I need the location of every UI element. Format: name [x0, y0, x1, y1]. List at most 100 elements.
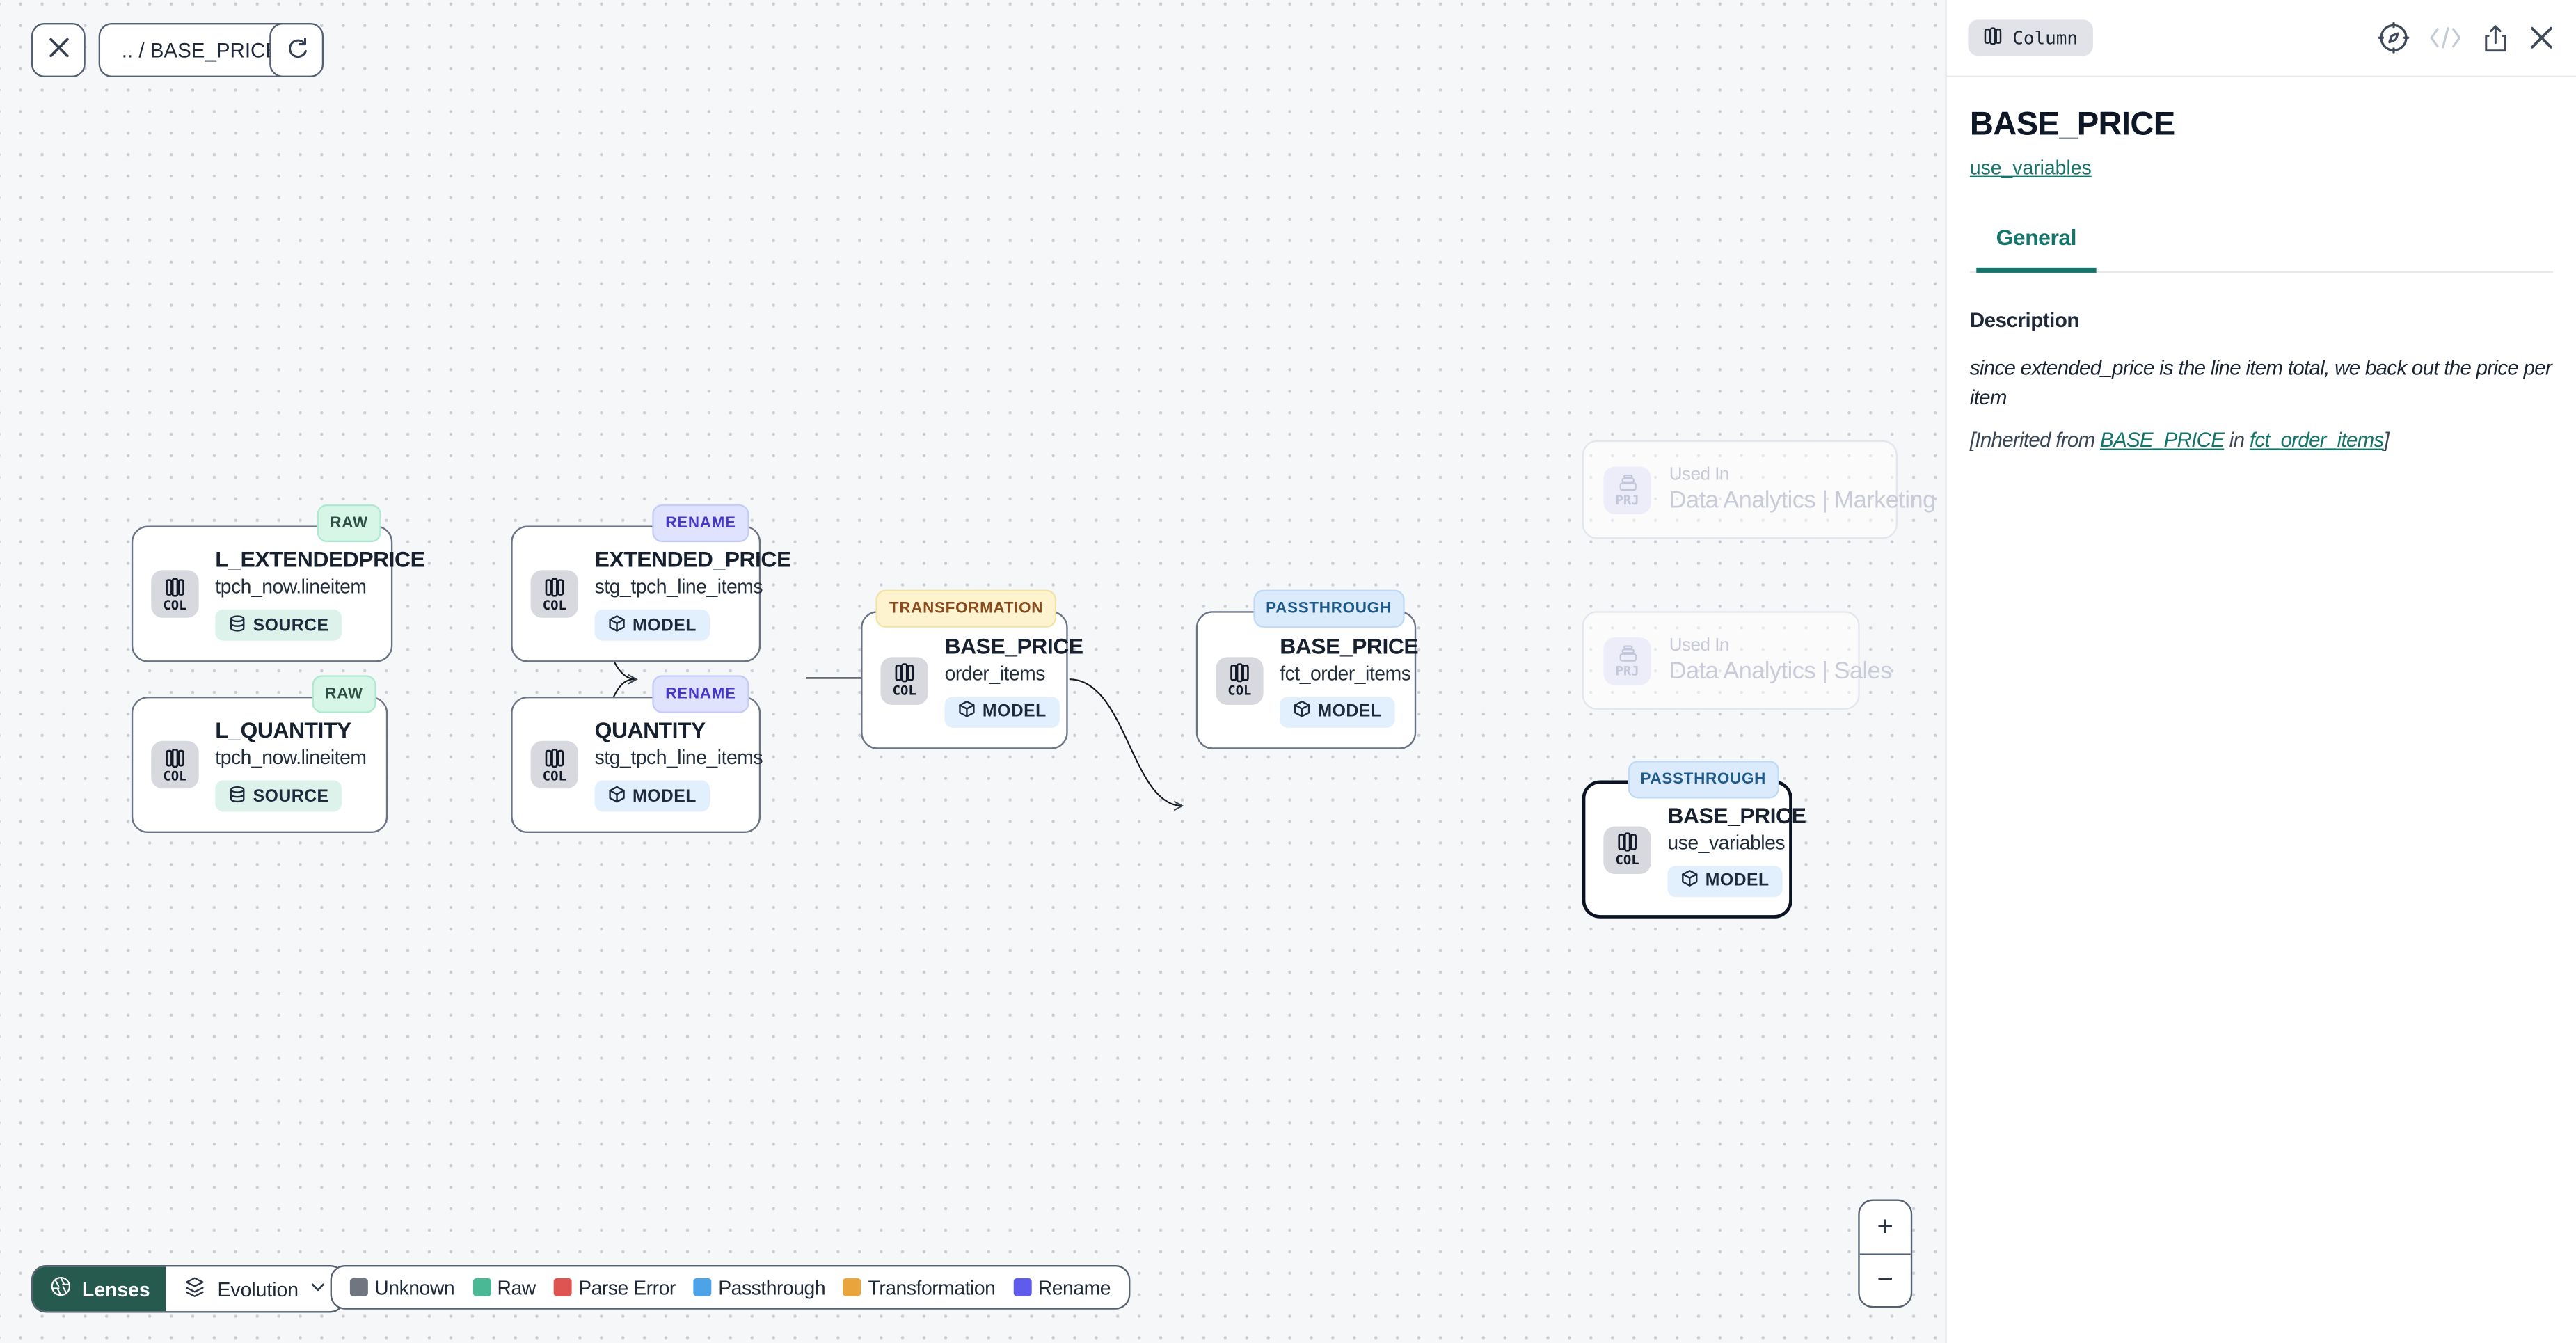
layers-stack-icon [183, 1274, 207, 1303]
lens-selector[interactable]: Evolution [166, 1266, 343, 1311]
database-icon [228, 614, 246, 637]
lineage-canvas[interactable]: .. / BASE_PRICE RAW COL L_EXTENDEDPRICE … [0, 0, 1946, 1343]
breadcrumb[interactable]: .. / BASE_PRICE [98, 23, 303, 77]
breadcrumb-label: .. / BASE_PRICE [121, 38, 280, 62]
model-badge: MODEL [944, 695, 1060, 727]
column-icon: COL [530, 740, 579, 789]
close-icon [47, 36, 70, 64]
node-title: L_EXTENDEDPRICE [215, 547, 425, 572]
zoom-in-button[interactable]: + [1860, 1201, 1911, 1253]
node-subtitle: stg_tpch_line_items [594, 745, 763, 769]
lenses-label: Lenses [82, 1277, 150, 1301]
node-title: BASE_PRICE [1280, 633, 1419, 658]
panel-model-link-row: use_variables [1970, 156, 2553, 179]
tab-general[interactable]: General [1976, 225, 2097, 273]
description-inherited: [Inherited from BASE_PRICE in fct_order_… [1969, 429, 2390, 452]
legend-swatch [472, 1278, 491, 1296]
divider [1859, 1253, 1911, 1255]
node-subtitle: tpch_now.lineitem [215, 575, 367, 598]
column-icon: COL [530, 570, 579, 618]
lens-badge: RAW [317, 504, 381, 543]
refresh-icon [283, 35, 310, 66]
node-subtitle: stg_tpch_line_items [594, 575, 763, 598]
node-title: QUANTITY [594, 717, 706, 743]
zoom-controls: + − [1858, 1199, 1913, 1308]
column-icon: COL [151, 570, 199, 618]
node-subtitle: fct_order_items [1280, 661, 1411, 685]
panel-tabs: General [1969, 223, 2553, 273]
legend-swatch [843, 1278, 862, 1296]
used-in-name: Data Analytics | Marketing [1669, 488, 1936, 514]
column-icon: COL [880, 656, 928, 704]
selected-lens-label: Evolution [217, 1277, 299, 1301]
lens-badge: RENAME [652, 675, 749, 713]
panel-title: BASE_PRICE [1969, 106, 2175, 143]
legend-item: Passthrough [693, 1276, 826, 1298]
lens-legend: Unknown Raw Parse Error Passthrough Tran… [330, 1264, 1131, 1310]
close-lineage-button[interactable] [31, 23, 86, 77]
legend-item: Rename [1013, 1276, 1111, 1298]
used-in-node-sales[interactable]: PRJ Used In Data Analytics | Sales [1582, 611, 1892, 710]
refresh-button[interactable] [269, 23, 324, 77]
legend-item: Transformation [843, 1276, 996, 1298]
lineage-node-base-price-use-variables-selected[interactable]: PASSTHROUGH COL BASE_PRICE use_variables… [1582, 761, 1806, 919]
legend-item: Unknown [349, 1276, 455, 1298]
zoom-out-button[interactable]: − [1860, 1255, 1911, 1306]
lineage-node-base-price-order-items[interactable]: TRANSFORMATION COL BASE_PRICE order_item… [861, 589, 1083, 749]
lineage-node-quantity[interactable]: RENAME COL QUANTITY stg_tpch_line_items … [511, 675, 763, 834]
lens-badge: PASSTHROUGH [1627, 761, 1779, 799]
column-icon: COL [1603, 825, 1651, 873]
inherited-column-link[interactable]: BASE_PRICE [2099, 429, 2225, 452]
project-icon: PRJ [1603, 636, 1651, 685]
lineage-node-extended-price[interactable]: RENAME COL EXTENDED_PRICE stg_tpch_line_… [511, 504, 792, 662]
used-in-label: Used In [1669, 635, 1730, 656]
node-subtitle: tpch_now.lineitem [215, 745, 367, 769]
cube-icon [1680, 869, 1699, 892]
description-section: Description since extended_price is the … [1970, 273, 2553, 452]
panel-header: Column [1946, 0, 2576, 77]
entity-type-badge: Column [1968, 19, 2093, 56]
node-title: BASE_PRICE [944, 633, 1083, 658]
lens-badge: PASSTHROUGH [1253, 589, 1405, 628]
node-title: BASE_PRICE [1667, 802, 1806, 827]
close-panel-button[interactable] [2529, 24, 2555, 51]
model-badge: MODEL [594, 780, 710, 812]
description-text: since extended_price is the line item to… [1969, 356, 2552, 408]
lenses-control[interactable]: Lenses Evolution [31, 1264, 345, 1313]
model-link[interactable]: use_variables [1969, 156, 2092, 180]
used-in-node-marketing[interactable]: PRJ Used In Data Analytics | Marketing [1582, 440, 1936, 539]
legend-swatch [693, 1278, 712, 1296]
chevron-down-icon [308, 1278, 326, 1301]
project-icon: PRJ [1603, 466, 1651, 514]
cube-icon [608, 614, 626, 637]
legend-item: Parse Error [553, 1276, 676, 1298]
lens-badge: RENAME [652, 504, 749, 543]
node-subtitle: order_items [944, 661, 1046, 685]
used-in-name: Data Analytics | Sales [1669, 658, 1893, 685]
database-icon [228, 784, 246, 807]
code-view-button[interactable] [2428, 24, 2463, 51]
aperture-icon [49, 1275, 72, 1303]
node-title: L_QUANTITY [215, 717, 351, 743]
details-panel: Column BASE_PRICE use_variables [1945, 0, 2576, 1343]
used-in-label: Used In [1669, 465, 1730, 485]
cube-icon [957, 700, 976, 723]
lineage-node-base-price-fct-order-items[interactable]: PASSTHROUGH COL BASE_PRICE fct_order_ite… [1195, 589, 1419, 749]
cube-icon [1293, 700, 1311, 723]
source-badge: SOURCE [215, 780, 342, 812]
lenses-button[interactable]: Lenses [33, 1266, 167, 1312]
source-badge: SOURCE [215, 609, 342, 641]
column-icon: COL [1216, 656, 1264, 704]
lineage-node-l-extendedprice[interactable]: RAW COL L_EXTENDEDPRICE tpch_now.lineite… [131, 504, 425, 662]
model-badge: MODEL [594, 609, 710, 641]
lineage-node-l-quantity[interactable]: RAW COL L_QUANTITY tpch_now.lineitem SOU… [131, 675, 388, 834]
legend-swatch [553, 1278, 572, 1296]
columns-icon [1983, 26, 2003, 50]
lens-badge: TRANSFORMATION [876, 589, 1057, 628]
node-title: EXTENDED_PRICE [594, 547, 792, 572]
node-subtitle: use_variables [1667, 830, 1786, 854]
explore-compass-button[interactable] [2377, 22, 2410, 54]
share-export-button[interactable] [2481, 22, 2510, 54]
inherited-model-link[interactable]: fct_order_items [2249, 429, 2384, 452]
